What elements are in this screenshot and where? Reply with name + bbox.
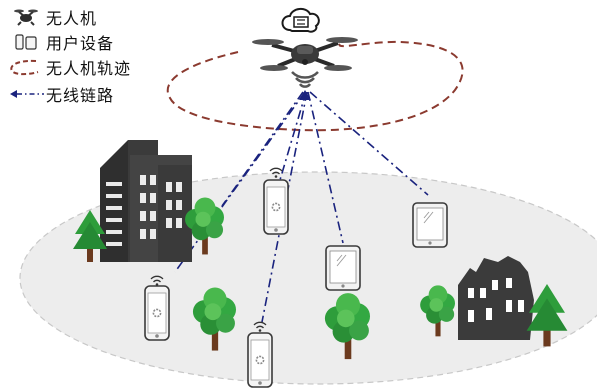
link-to-phone-2	[279, 91, 307, 181]
uav-drone	[252, 8, 358, 100]
wireless-links	[174, 91, 429, 323]
user-device-phone-3	[247, 332, 273, 388]
legend-label-trajectory: 无人机轨迹	[46, 59, 132, 78]
legend-item-wireless-link: 无线链路	[6, 83, 114, 105]
legend-item-uav: 无人机	[6, 6, 97, 28]
user-device-tablet-1	[325, 245, 361, 291]
user-devices-icon	[15, 34, 37, 50]
user-device-phone-2	[144, 285, 170, 341]
trajectory-icon	[10, 59, 39, 76]
legend-item-trajectory: 无人机轨迹	[6, 56, 131, 78]
office-building	[100, 140, 192, 262]
user-device-tablet-2	[412, 202, 448, 248]
wireless-link-icon	[10, 90, 44, 98]
link-to-phone-1	[174, 91, 306, 273]
link-to-tablet-1	[307, 91, 344, 244]
legend-label-user-devices: 用户设备	[46, 34, 115, 53]
legend-label-uav: 无人机	[46, 9, 98, 28]
user-device-phone-1	[263, 179, 289, 235]
damaged-building	[458, 256, 534, 340]
legend-item-user-devices: 用户设备	[6, 31, 114, 53]
uav-trajectory	[166, 40, 464, 132]
drone-icon	[14, 9, 38, 26]
link-to-tablet-2	[309, 91, 429, 196]
legend-label-wireless-link: 无线链路	[46, 86, 115, 105]
